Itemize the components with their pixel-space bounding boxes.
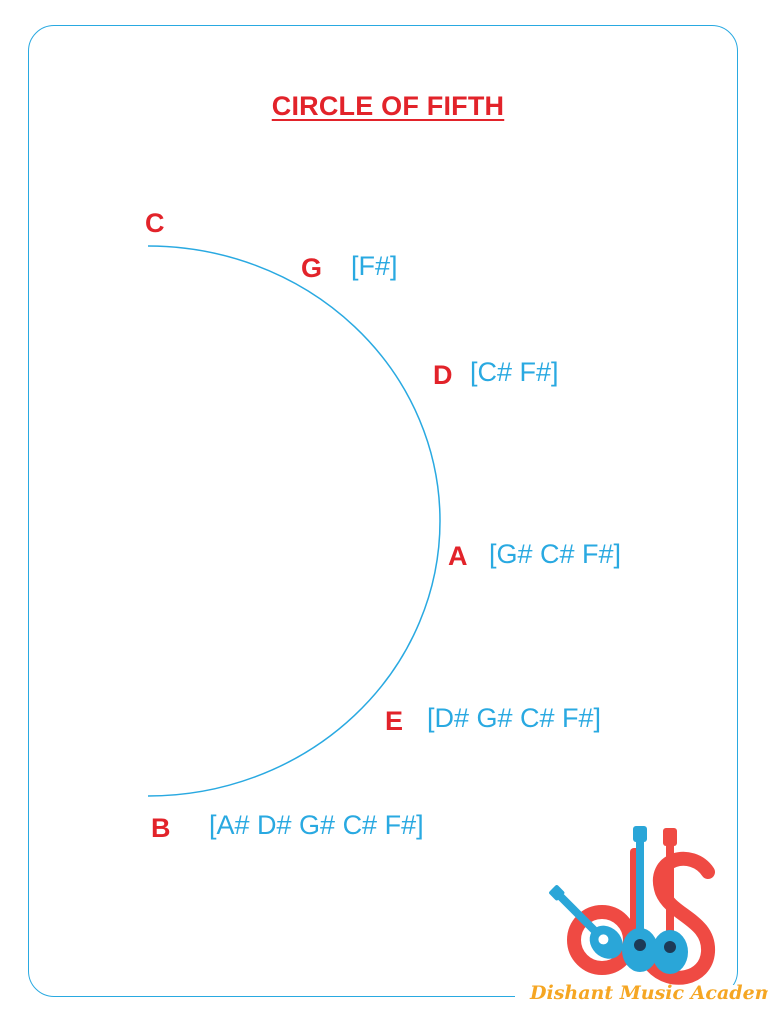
note-e: E <box>385 706 404 736</box>
sharps-b: [A# D# G# C# F#] <box>209 810 424 840</box>
sharps-e: [D# G# C# F#] <box>427 703 602 733</box>
note-g: G <box>301 253 323 283</box>
note-a: A <box>448 541 468 571</box>
sharps-g: [F#] <box>351 251 398 281</box>
arc-path <box>147 245 441 797</box>
border-gap <box>515 985 755 1015</box>
note-c: C <box>145 208 165 238</box>
note-d: D <box>433 360 453 390</box>
sharps-d: [C# F#] <box>470 357 559 387</box>
page-title: CIRCLE OF FIFTH <box>271 91 505 121</box>
page-border <box>28 25 738 997</box>
sharps-a: [G# C# F#] <box>489 539 622 569</box>
note-b: B <box>151 813 171 843</box>
academy-logo-icon <box>549 826 715 985</box>
academy-logo-text: Dishant Music Academy <box>530 982 768 1004</box>
